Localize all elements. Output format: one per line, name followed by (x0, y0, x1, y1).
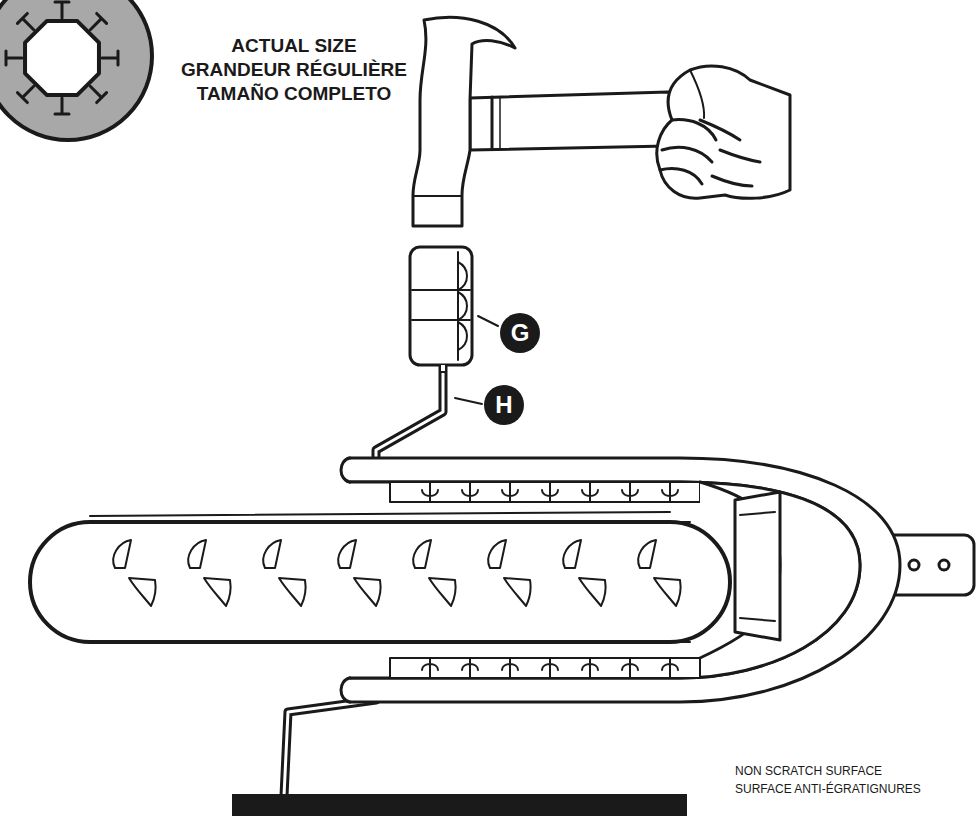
tread (113, 540, 131, 568)
surface-note: NON SCRATCH SURFACE (735, 765, 882, 778)
spike (55, 2, 69, 18)
tread (429, 578, 456, 606)
rib (542, 658, 558, 678)
tread (563, 540, 581, 568)
callout-circle (500, 313, 540, 353)
size-note: GRANDEUR RÉGULIÈRE (181, 60, 407, 81)
tread (129, 578, 156, 606)
spike (17, 13, 33, 29)
tread (488, 540, 506, 568)
tread (354, 578, 381, 606)
spike (90, 86, 106, 102)
callout-letter: G (511, 320, 530, 346)
leader-line (455, 398, 482, 404)
tread (279, 578, 306, 606)
rib (502, 658, 518, 678)
rib (582, 482, 598, 502)
rib (542, 482, 558, 502)
spike (17, 86, 33, 102)
hammer (413, 17, 690, 226)
tread (188, 540, 206, 568)
tread (638, 540, 656, 568)
rib (502, 482, 518, 502)
rib (662, 482, 678, 502)
caster-housing (341, 458, 974, 702)
rib (462, 658, 478, 678)
tread (579, 578, 606, 606)
size-note: ACTUAL SIZE (231, 36, 356, 57)
callout-circle (484, 385, 524, 425)
block-g (410, 247, 472, 372)
rib (662, 658, 678, 678)
spike (90, 13, 106, 29)
surface-note: SURFACE ANTI-ÉGRATIGNURES (735, 783, 921, 796)
surface-bar (232, 794, 687, 816)
tread (263, 540, 281, 568)
spike (6, 51, 22, 65)
tread (654, 578, 681, 606)
actual-size-icon (0, 0, 152, 140)
tread (413, 540, 431, 568)
spike (55, 98, 69, 114)
tread (504, 578, 531, 606)
rib (622, 482, 638, 502)
spike (102, 51, 118, 65)
rib (622, 658, 638, 678)
tread (204, 578, 231, 606)
size-note: TAMAÑO COMPLETO (197, 84, 392, 105)
rib (422, 658, 438, 678)
wheel (30, 512, 730, 642)
leader-line (478, 316, 498, 326)
rib (462, 482, 478, 502)
tread (338, 540, 356, 568)
callout-letter: H (495, 392, 512, 418)
hand (657, 66, 790, 198)
rib (582, 658, 598, 678)
rib (422, 482, 438, 502)
